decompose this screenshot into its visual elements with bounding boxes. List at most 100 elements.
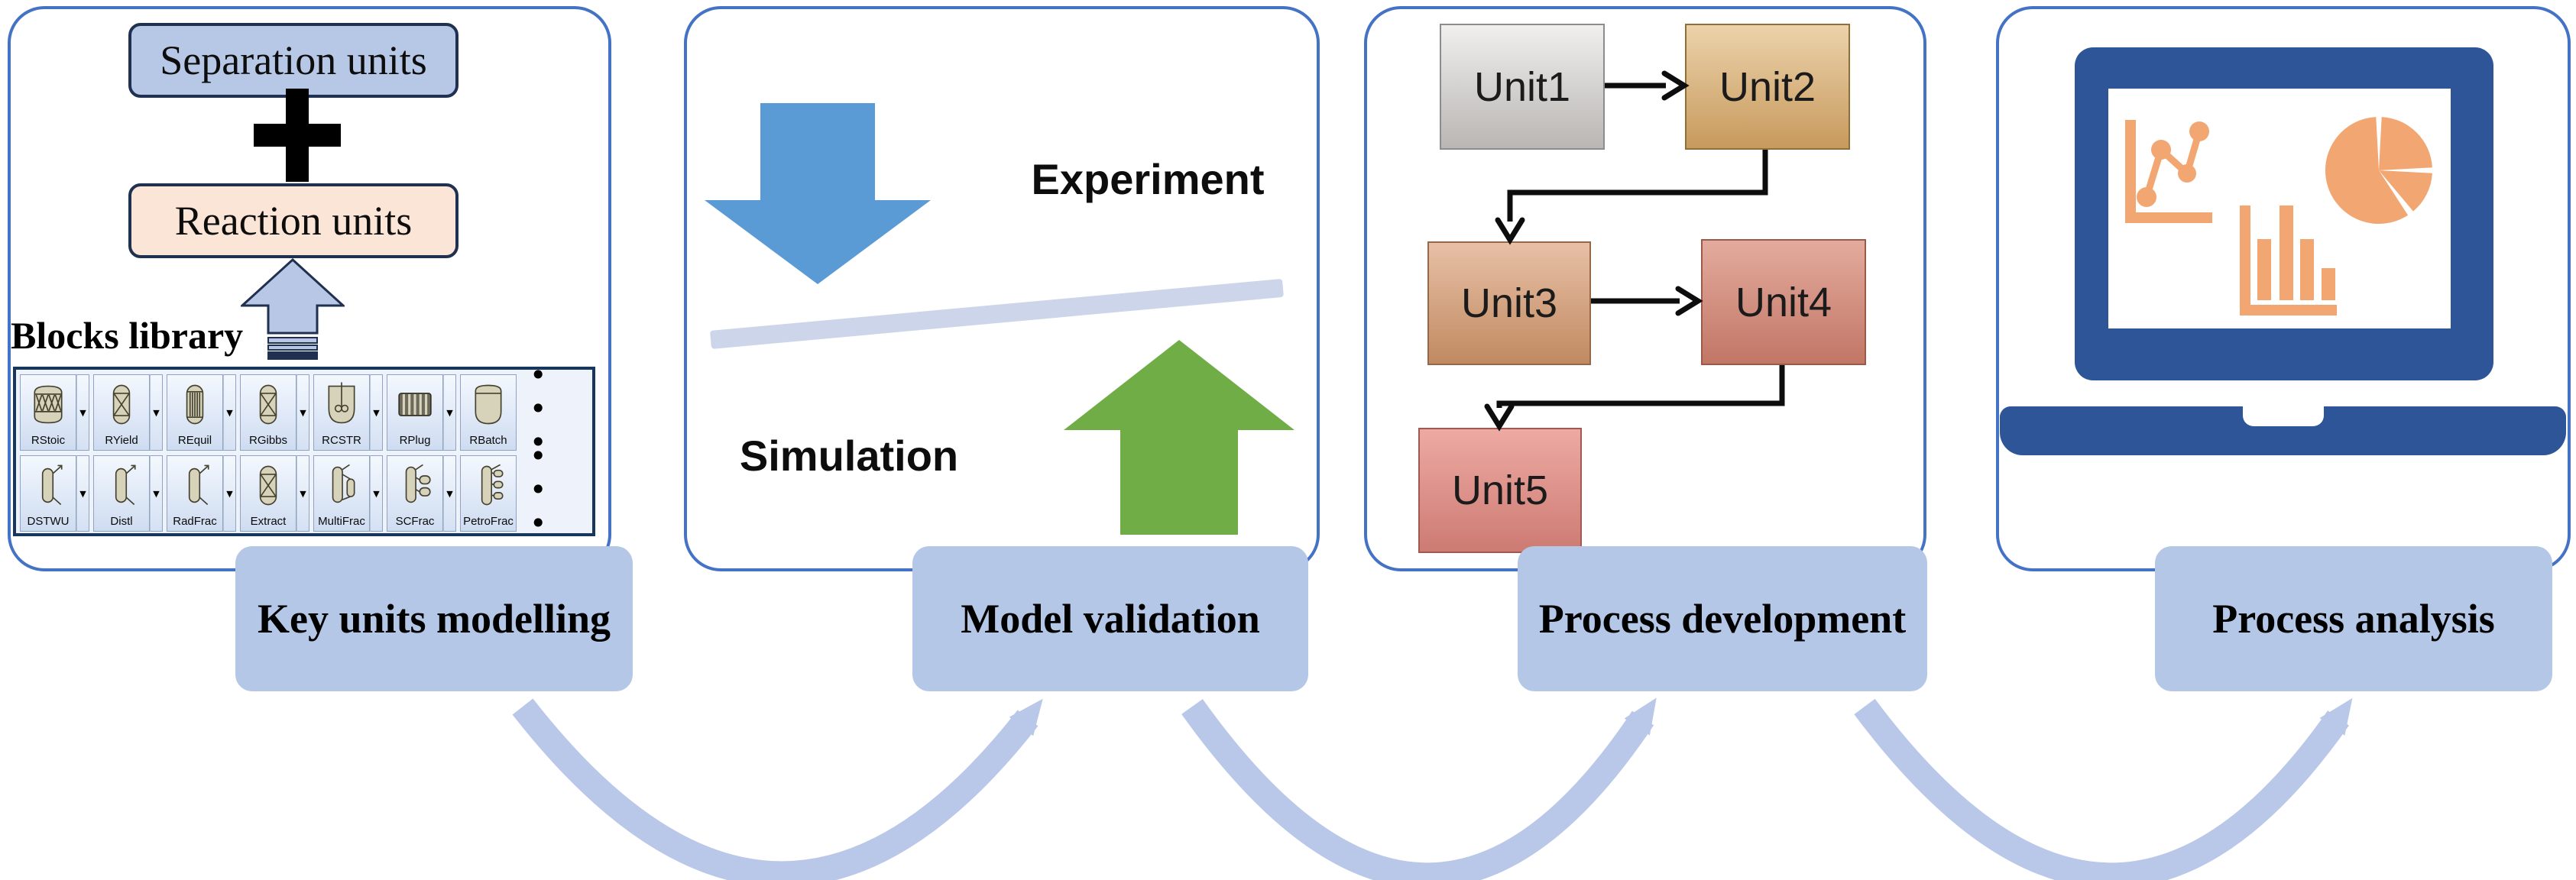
dropdown-arrow-icon: ▼	[79, 407, 86, 418]
block-label: RStoic	[31, 434, 66, 447]
caption-text: Process analysis	[2212, 596, 2495, 642]
reaction-units-label: Reaction units	[174, 198, 413, 244]
block-group-ryield: RYield ▼	[93, 374, 163, 451]
unit4-label: Unit4	[1735, 279, 1832, 325]
block-button-petrofrac[interactable]: PetroFrac	[460, 455, 517, 532]
unit2-label: Unit2	[1719, 63, 1816, 110]
block-label: RYield	[105, 434, 138, 447]
striped-up-arrow-icon	[241, 258, 345, 360]
block-label: Extract	[250, 515, 287, 528]
flow-arrow-validation-to-development	[1181, 697, 1657, 880]
block-dropdown-multifrac[interactable]: ▼	[370, 455, 383, 532]
block-label: SCFrac	[395, 515, 435, 528]
block-dropdown-rplug[interactable]: ▼	[443, 374, 456, 451]
block-button-rbatch[interactable]: RBatch	[460, 374, 517, 451]
block-dropdown-requil[interactable]: ▼	[223, 374, 236, 451]
unit3-box: Unit3	[1427, 241, 1591, 365]
laptop-hinge-notch	[2242, 406, 2324, 426]
block-dropdown-rgibbs[interactable]: ▼	[296, 374, 309, 451]
block-group-dstwu: DSTWU ▼	[20, 455, 89, 532]
block-button-rplug[interactable]: RPlug	[387, 374, 443, 451]
block-label: RPlug	[399, 434, 431, 447]
block-group-rbatch: RBatch	[460, 374, 517, 451]
block-label: RBatch	[469, 434, 507, 447]
pie-chart-icon	[2325, 117, 2432, 225]
caption-text: Model validation	[961, 596, 1260, 642]
bar-chart-icon	[2240, 205, 2337, 315]
block-dropdown-ryield[interactable]: ▼	[150, 374, 163, 451]
block-dropdown-extract[interactable]: ▼	[296, 455, 309, 532]
block-label: RCSTR	[322, 434, 361, 447]
caption-key-units-modelling: Key units modelling	[235, 546, 633, 691]
rgibbs-vessel-icon	[249, 377, 287, 432]
block-dropdown-scfrac[interactable]: ▼	[443, 455, 456, 532]
block-button-rgibbs[interactable]: RGibbs	[240, 374, 296, 451]
block-group-rstoic: RStoic ▼	[20, 374, 89, 451]
block-button-requil[interactable]: REquil	[167, 374, 223, 451]
dropdown-arrow-icon: ▼	[153, 488, 160, 499]
dropdown-arrow-icon: ▼	[226, 488, 233, 499]
more-blocks-ellipsis: • • •	[530, 358, 556, 459]
block-dropdown-rstoic[interactable]: ▼	[76, 374, 89, 451]
blocks-library-title: Blocks library	[11, 314, 244, 357]
block-label: MultiFrac	[318, 515, 365, 528]
separation-units-label: Separation units	[160, 37, 427, 83]
rbatch-vessel-icon	[469, 377, 507, 432]
line-chart-icon	[2125, 120, 2212, 223]
block-button-scfrac[interactable]: SCFrac	[387, 455, 443, 532]
simulation-label: Simulation	[739, 432, 959, 480]
reaction-units-box: Reaction units	[128, 183, 458, 258]
caption-text: Key units modelling	[257, 596, 611, 642]
block-button-rstoic[interactable]: RStoic	[20, 374, 76, 451]
dstwu-column-icon	[29, 458, 67, 513]
laptop-screen	[2108, 89, 2451, 328]
petrofrac-column-icon	[469, 458, 507, 513]
rstoic-vessel-icon	[29, 377, 67, 432]
dropdown-arrow-icon: ▼	[79, 488, 86, 499]
block-group-requil: REquil ▼	[167, 374, 236, 451]
more-blocks-ellipsis: • • •	[530, 439, 556, 540]
dropdown-arrow-icon: ▼	[373, 488, 380, 499]
unit4-box: Unit4	[1701, 239, 1866, 365]
block-button-radfrac[interactable]: RadFrac	[167, 455, 223, 532]
dropdown-arrow-icon: ▼	[153, 407, 160, 418]
block-label: REquil	[177, 434, 212, 447]
dropdown-arrow-icon: ▼	[226, 407, 233, 418]
block-group-rcstr: RCSTR ▼	[313, 374, 383, 451]
dropdown-arrow-icon: ▼	[446, 407, 453, 418]
block-button-extract[interactable]: Extract	[240, 455, 296, 532]
block-dropdown-distl[interactable]: ▼	[150, 455, 163, 532]
extract-column-icon	[249, 458, 287, 513]
block-label: RadFrac	[173, 515, 217, 528]
block-button-rcstr[interactable]: RCSTR	[313, 374, 370, 451]
block-group-distl: Distl ▼	[93, 455, 163, 532]
block-group-multifrac: MultiFrac ▼	[313, 455, 383, 532]
block-dropdown-rcstr[interactable]: ▼	[370, 374, 383, 451]
caption-model-validation: Model validation	[912, 546, 1308, 691]
rplug-reactor-icon	[396, 377, 434, 432]
block-button-ryield[interactable]: RYield	[93, 374, 150, 451]
blocks-library-toolbar: RStoic ▼ RYield ▼ REquil ▼	[13, 358, 595, 540]
radfrac-column-icon	[176, 458, 214, 513]
unit2-box: Unit2	[1685, 24, 1850, 150]
unit1-box: Unit1	[1440, 24, 1605, 150]
flow-arrow-development-to-analysis	[1854, 697, 2353, 880]
flow-arrow-modelling-to-validation	[512, 698, 1043, 880]
block-button-multifrac[interactable]: MultiFrac	[313, 455, 370, 532]
caption-process-analysis: Process analysis	[2155, 546, 2552, 691]
blue-down-arrow-icon	[705, 103, 931, 284]
dropdown-arrow-icon: ▼	[300, 407, 306, 418]
scfrac-column-icon	[396, 458, 434, 513]
caption-process-development: Process development	[1518, 546, 1927, 691]
block-group-extract: Extract ▼	[240, 455, 309, 532]
block-dropdown-radfrac[interactable]: ▼	[223, 455, 236, 532]
block-label: PetroFrac	[463, 515, 514, 528]
block-dropdown-dstwu[interactable]: ▼	[76, 455, 89, 532]
block-button-dstwu[interactable]: DSTWU	[20, 455, 76, 532]
multifrac-column-icon	[322, 458, 361, 513]
caption-text: Process development	[1538, 596, 1907, 642]
green-up-arrow-icon	[1064, 340, 1294, 535]
block-button-distl[interactable]: Distl	[93, 455, 150, 532]
block-group-scfrac: SCFrac ▼	[387, 455, 456, 532]
